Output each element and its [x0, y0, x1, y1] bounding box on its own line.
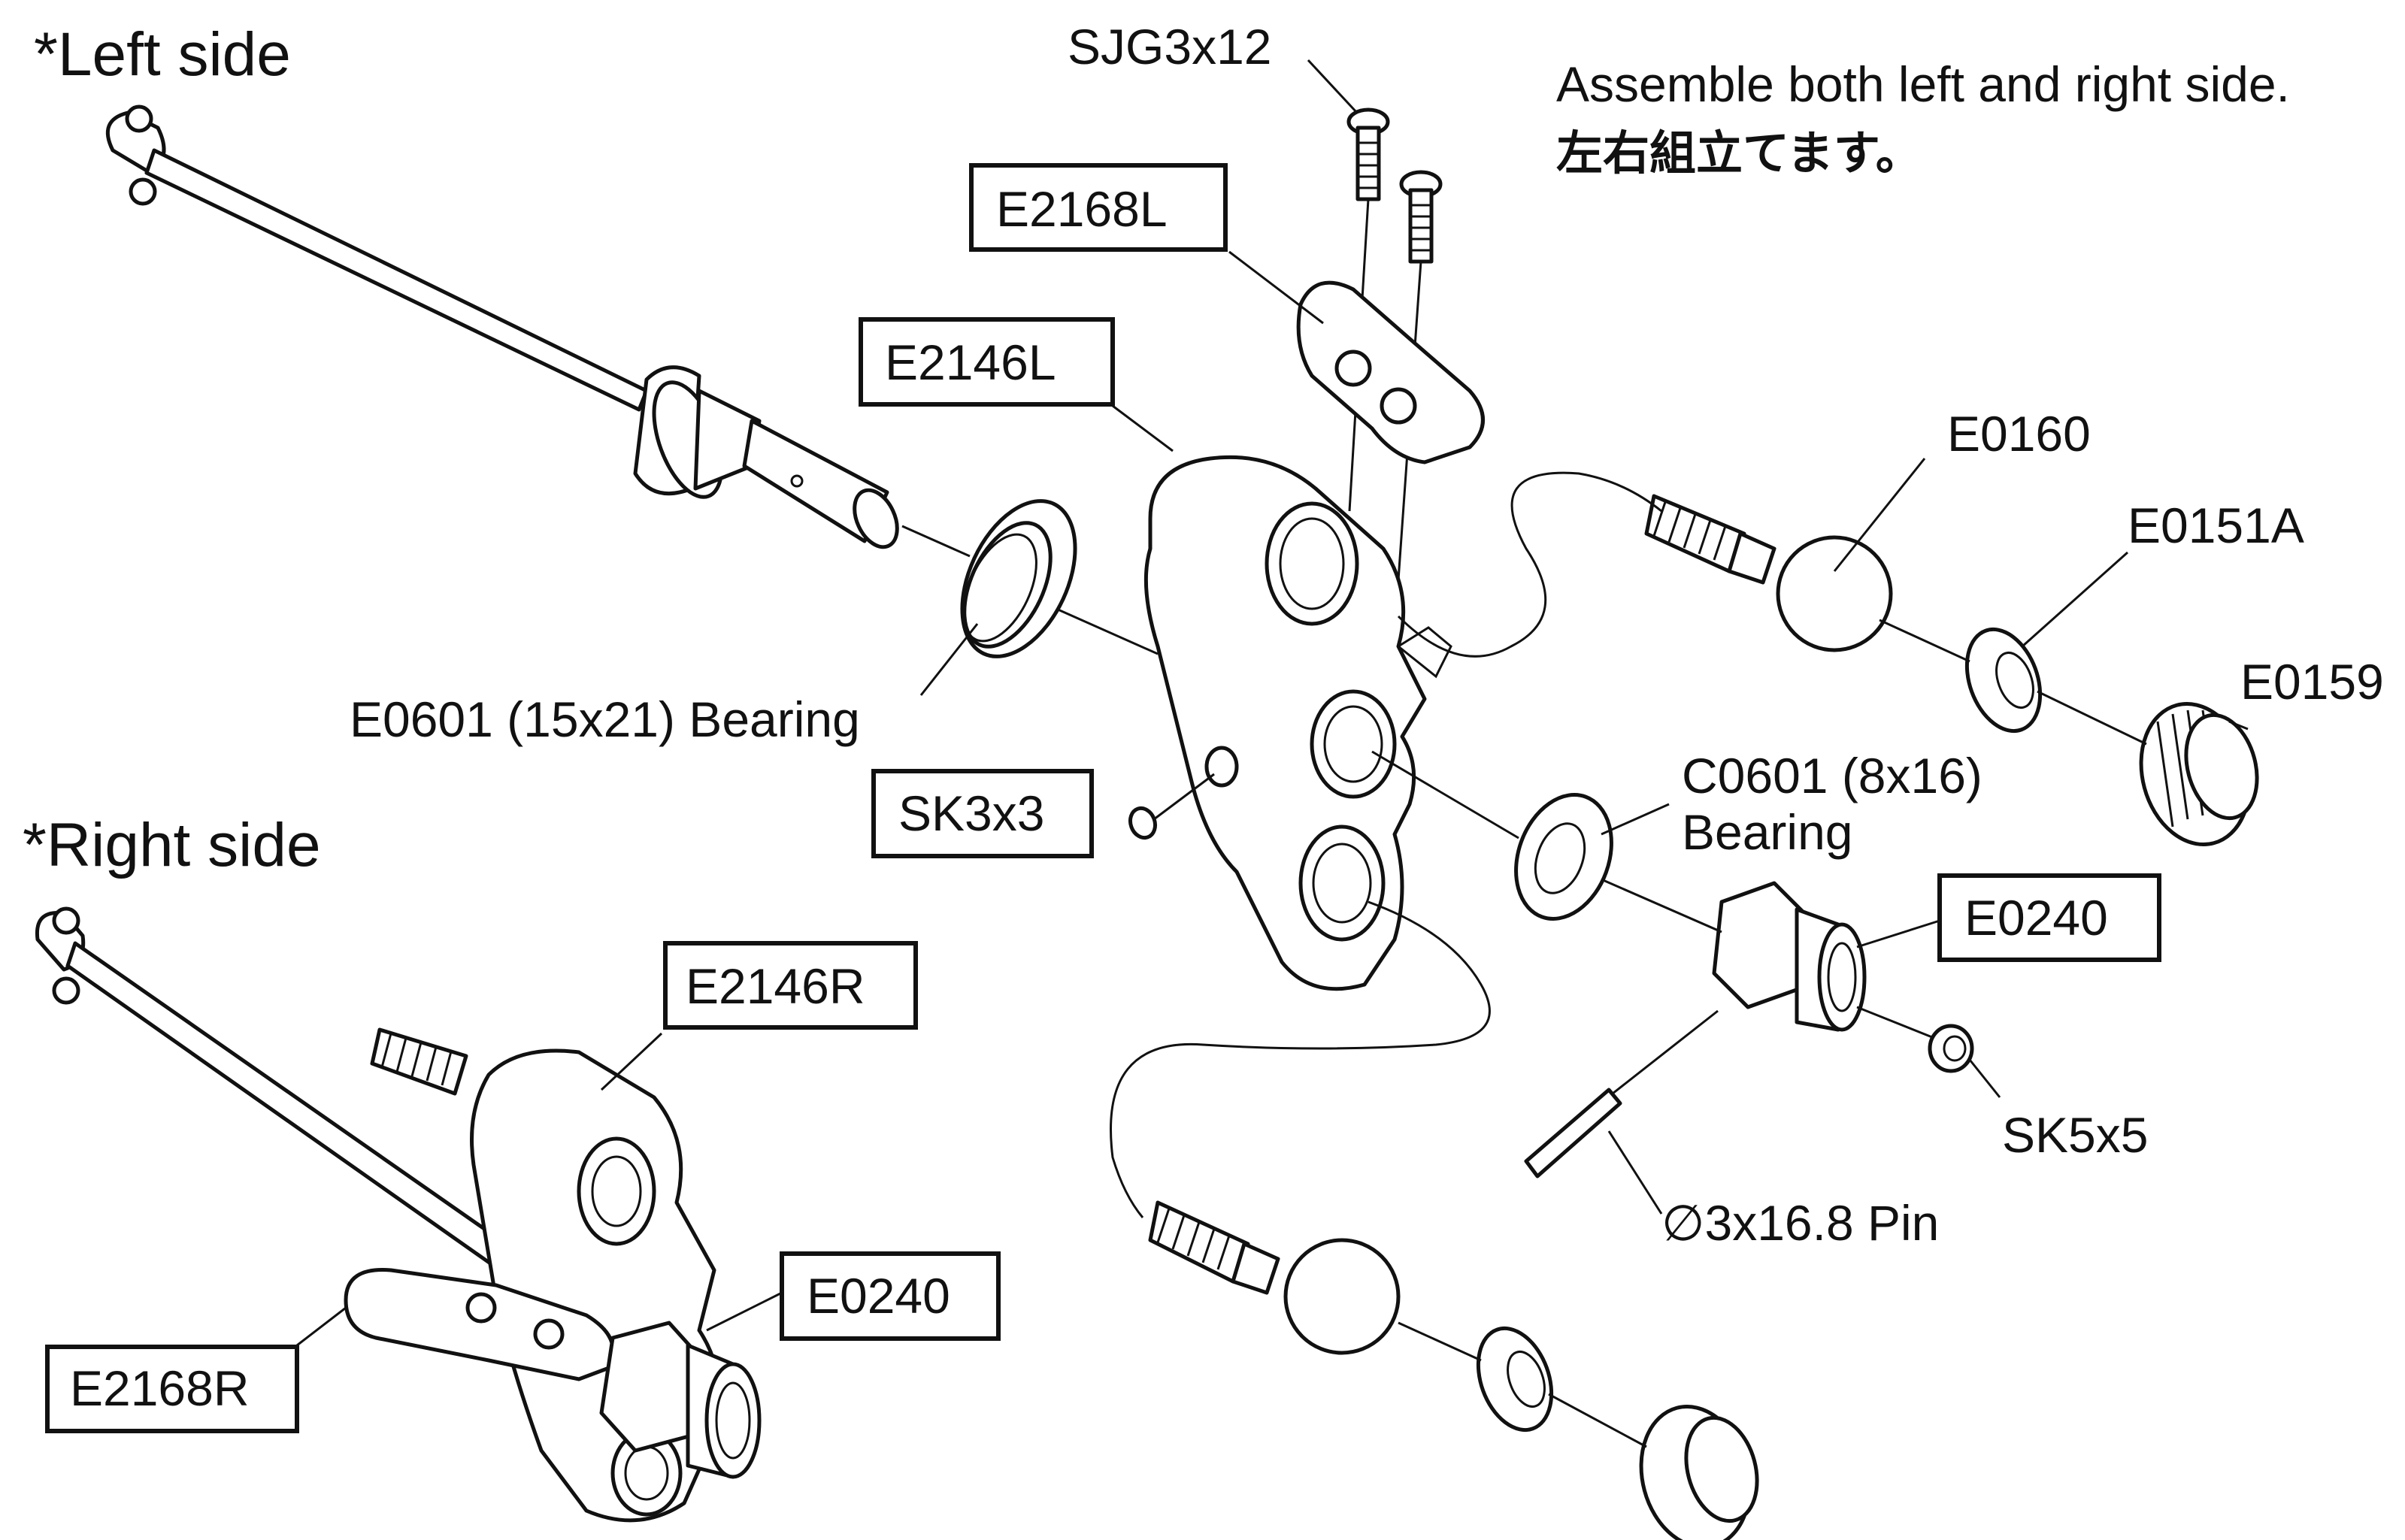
- left-driveshaft: [105, 104, 899, 549]
- e2146r-label: E2146R: [686, 958, 865, 1014]
- e0151a-label: E0151A: [2128, 498, 2304, 553]
- e0601-bearing-label: E0601 (15x21) Bearing: [350, 691, 860, 747]
- sjg3x12-label: SJG3x12: [1068, 19, 1271, 74]
- sk3x3-label-box: [871, 769, 1094, 858]
- left-side-heading: *Left side: [34, 20, 291, 89]
- e2146r-label-box: [663, 941, 918, 1030]
- e2146l-label-box: [859, 317, 1115, 407]
- pin-label: ∅3x16.8 Pin: [1661, 1195, 1939, 1251]
- e0240-nut-right: [599, 1321, 762, 1479]
- lower-link-curve: [1110, 900, 1491, 1218]
- e0160-ball-stud-upper: [1644, 494, 1893, 652]
- axis-line-hub: [1371, 750, 1933, 1039]
- e2168l-label: E2168L: [996, 181, 1168, 237]
- e0151a-ball-cup: [1964, 627, 2043, 734]
- sk3x3-label: SK3x3: [898, 785, 1044, 841]
- instruction-english: Assemble both left and right side.: [1556, 56, 2290, 112]
- instruction-japanese: 左右組立てます。: [1556, 126, 1922, 180]
- e2146l-label: E2146L: [885, 334, 1056, 390]
- e2146r-knuckle: [470, 1048, 722, 1523]
- c0601-label-line1: C0601 (8x16): [1682, 748, 1982, 803]
- e0159-adjuster-lower: [1639, 1404, 1759, 1540]
- e0240-right-label: E0240: [807, 1268, 950, 1324]
- e0601-bearing: [960, 499, 1077, 658]
- sk3x3-set-screw: [1128, 773, 1215, 840]
- e0159-label: E0159: [2240, 654, 2384, 709]
- e0240-nut: [1712, 881, 1867, 1032]
- right-side-heading: *Right side: [23, 811, 321, 879]
- sjg3x12-screws: [1346, 107, 1443, 602]
- sk5x5-set-screw: [1928, 1024, 1974, 1073]
- pin-3x16-8: [1524, 1088, 1622, 1178]
- axis-line-shaft: [901, 525, 1159, 655]
- e0240-right-label-box: [780, 1251, 1001, 1341]
- axis-line-upper: [1879, 619, 2147, 746]
- e0159-adjuster: [2139, 701, 2259, 847]
- e0151a-ball-cup-lower: [1476, 1326, 1554, 1433]
- e0240-label: E0240: [1964, 890, 2108, 945]
- e0240-label-box: [1937, 873, 2161, 962]
- e0160-ball-stud-lower: [1148, 1200, 1401, 1355]
- e2168r-label: E2168R: [70, 1360, 250, 1416]
- c0601-label-line2: Bearing: [1682, 804, 1853, 860]
- axis-line-lower: [1398, 1321, 1647, 1448]
- c0601-bearing: [1514, 793, 1613, 921]
- sk5x5-label: SK5x5: [2002, 1107, 2148, 1163]
- e2168l-label-box: [969, 163, 1228, 252]
- axis-line-pin: [1612, 1009, 1719, 1095]
- leader-lines: [296, 59, 2249, 1347]
- e2168l-steering-plate: [1296, 280, 1485, 464]
- upper-link-curve: [1397, 471, 1662, 658]
- e2168r-label-box: [45, 1345, 299, 1433]
- e2146l-knuckle: [1143, 455, 1452, 991]
- right-ball-stud: [370, 1027, 468, 1096]
- e0160-label: E0160: [1947, 406, 2091, 461]
